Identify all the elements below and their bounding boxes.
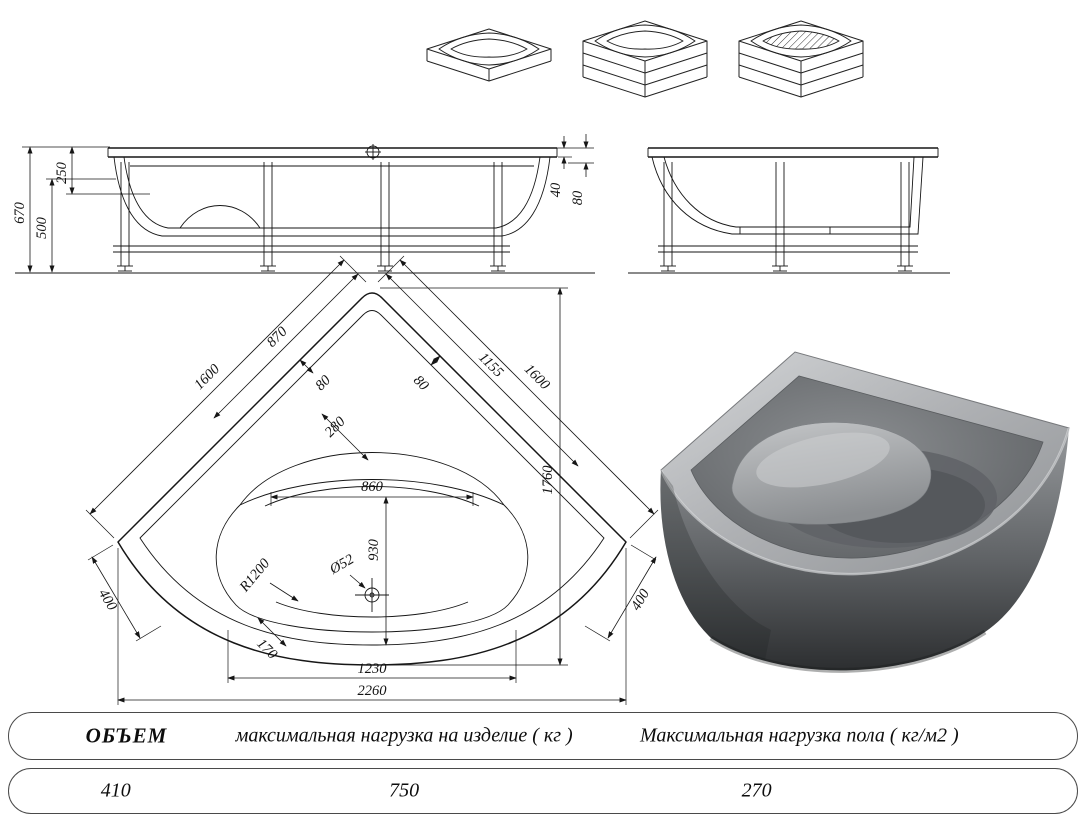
- dim-rim-width: 80: [570, 190, 586, 205]
- iso-view-tub-on-frame: [582, 20, 708, 98]
- spec-table-value-row: 410 750 270: [8, 768, 1078, 814]
- dim-drain-diameter: Ø52: [326, 551, 357, 578]
- dim-side-left: 400: [95, 586, 120, 614]
- elevation-side: [628, 147, 950, 274]
- dim-seat-width: 860: [361, 479, 384, 495]
- dim-front-wall: 170: [253, 636, 280, 663]
- dim-total-height: 670: [12, 201, 28, 224]
- tub-3d-render: [659, 351, 1071, 673]
- plan-dimensions: 1600 870 1600 1155 80 80 280 860 930 176…: [85, 255, 659, 705]
- dim-left-inner: 870: [264, 323, 291, 350]
- value-floor-load: 270: [741, 779, 772, 802]
- dim-right-edge: 1600: [521, 361, 553, 393]
- dim-basin-depth: 930: [366, 538, 382, 561]
- plan-outline: [117, 292, 627, 666]
- tub-side-lines: [647, 147, 939, 235]
- iso-view-tub-installed: [738, 20, 864, 98]
- support-frame-side: [628, 162, 950, 274]
- dim-inner-width: 1230: [358, 661, 388, 677]
- dim-apron-height: 500: [34, 216, 50, 239]
- value-volume: 410: [100, 779, 131, 802]
- iso-view-tub: [426, 28, 552, 82]
- dim-right-inner: 1155: [475, 350, 506, 381]
- dim-rim-drop: 40: [548, 182, 564, 197]
- header-volume: ОБЪЕМ: [85, 723, 168, 748]
- spec-table-header-row: ОБЪЕМ максимальная нагрузка на изделие (…: [8, 712, 1078, 760]
- dim-overall-width: 2260: [358, 683, 388, 699]
- dim-upper-depth: 250: [54, 161, 70, 184]
- header-product-load: максимальная нагрузка на изделие ( кг ): [235, 724, 573, 747]
- dim-front-radius: R1200: [236, 555, 274, 596]
- elevation-dimensions: 670 500 250 40 80: [12, 134, 594, 273]
- dim-left-edge: 1600: [191, 361, 223, 393]
- tub-render-shapes: [659, 351, 1071, 673]
- isometric-views: [426, 20, 864, 98]
- value-product-load: 750: [389, 779, 420, 802]
- dim-gap-right: 80: [410, 372, 432, 394]
- header-floor-load: Максимальная нагрузка пола ( кг/м2 ): [639, 724, 959, 747]
- tub-section-lines: [107, 144, 558, 237]
- dim-overall-depth: 1760: [540, 465, 556, 495]
- plan-view: 1600 870 1600 1155 80 80 280 860 930 176…: [85, 255, 659, 705]
- dim-gap-left: 80: [312, 372, 334, 394]
